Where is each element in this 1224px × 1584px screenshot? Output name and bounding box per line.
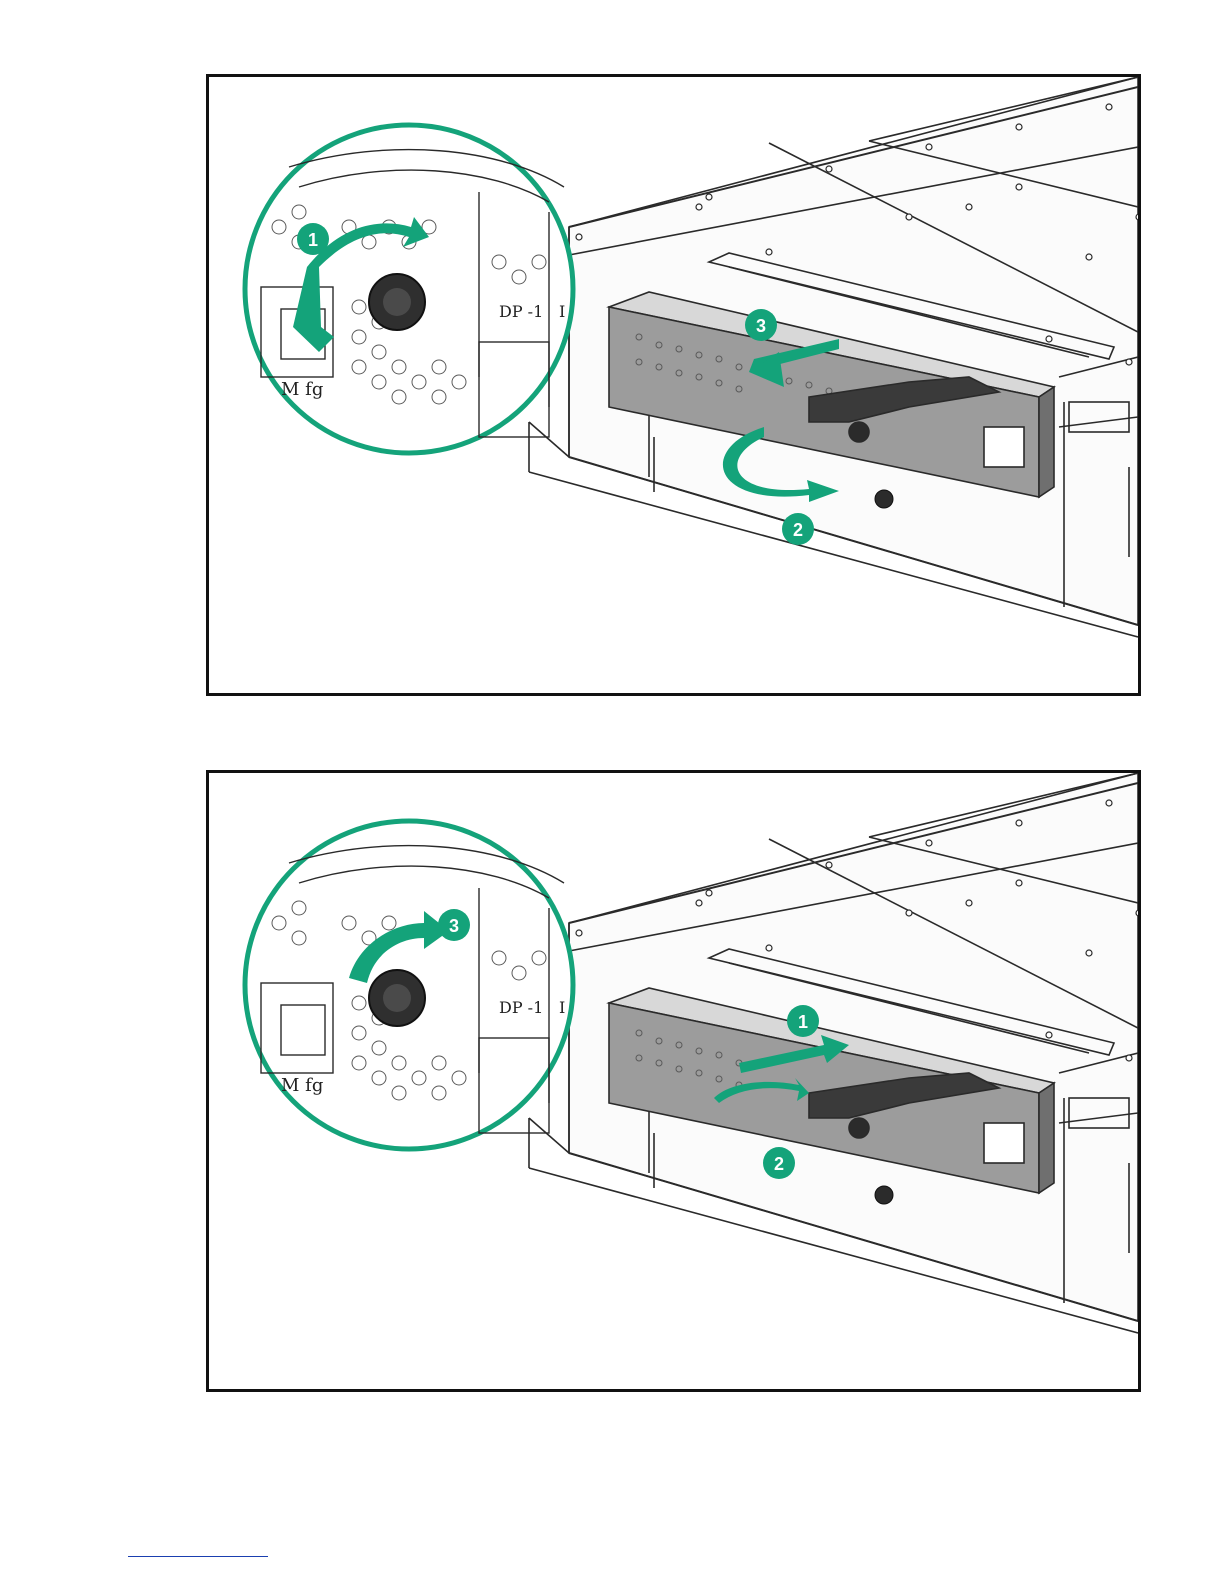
label-dp-cut: I: [559, 998, 565, 1017]
thumbscrew-small: [875, 1186, 893, 1204]
label-dp: DP -1: [499, 998, 543, 1017]
callout-detail: M fg DP -1 I 3: [245, 821, 573, 1149]
svg-text:1: 1: [308, 230, 318, 250]
step-badge-1: 1: [787, 1005, 819, 1037]
step-badge-3: 3: [438, 909, 470, 941]
svg-text:2: 2: [774, 1154, 784, 1174]
label-port: M fg: [281, 1075, 323, 1096]
svg-text:3: 3: [449, 916, 459, 936]
footer-link-rule: [128, 1556, 268, 1557]
step-badge-1: 1: [297, 223, 329, 255]
figure-remove-illustration: 3 2 M fg DP -1 I: [209, 77, 1138, 693]
figure-install-illustration: 1 2 M fg DP -1 I: [209, 773, 1138, 1389]
figure-remove-module: 3 2 M fg DP -1 I: [206, 74, 1141, 696]
step-badge-2: 2: [763, 1147, 795, 1179]
label-dp-cut: I: [559, 302, 565, 321]
thumbscrew-small: [875, 490, 893, 508]
svg-text:2: 2: [793, 520, 803, 540]
figure-install-module: 1 2 M fg DP -1 I: [206, 770, 1141, 1392]
svg-text:1: 1: [798, 1012, 808, 1032]
callout-detail: M fg DP -1 I 1: [245, 125, 573, 453]
step-badge-3: 3: [745, 309, 777, 341]
svg-text:3: 3: [756, 316, 766, 336]
label-dp: DP -1: [499, 302, 543, 321]
step-badge-2: 2: [782, 513, 814, 545]
label-port: M fg: [281, 379, 323, 400]
